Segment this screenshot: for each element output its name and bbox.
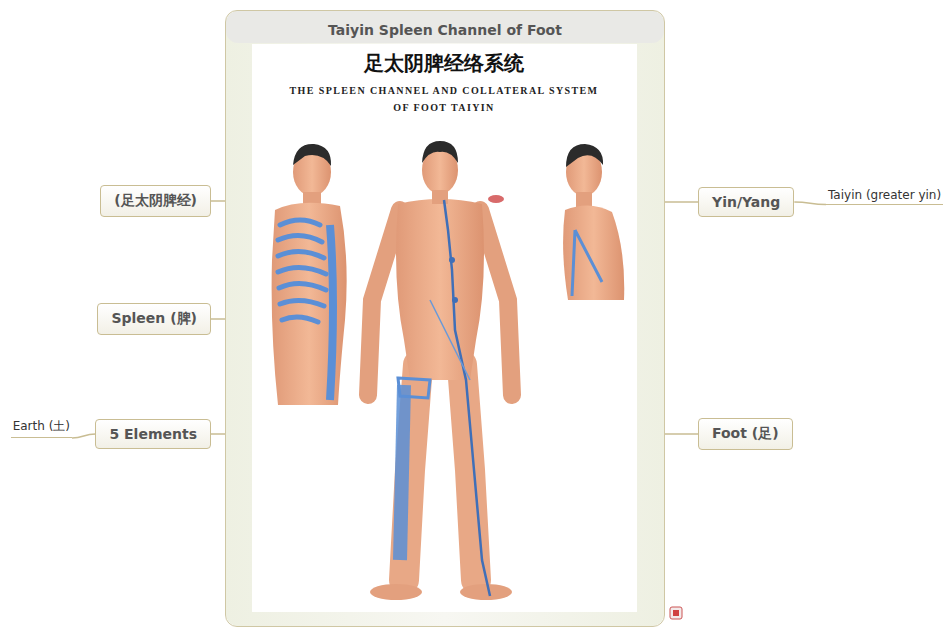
topic-box: Yin/Yang	[698, 187, 794, 217]
poster	[252, 44, 637, 612]
node-label: 5 Elements	[109, 426, 197, 442]
branch-connector	[72, 434, 95, 438]
note-icon	[670, 607, 682, 619]
topic-box: 5 Elements	[95, 419, 211, 449]
note-icon-mark	[673, 610, 679, 616]
branch-connector	[794, 202, 826, 205]
poster-title: 足太阴脾经络系统	[274, 50, 614, 77]
subtopic-text: Earth (土)	[11, 418, 72, 438]
branch-connector	[211, 433, 225, 435]
topic-box: (足太阴脾经)	[100, 185, 211, 217]
panel-title-bar	[226, 11, 664, 43]
front-figure	[368, 141, 512, 600]
topic-box: Spleen (脾)	[97, 303, 211, 335]
node-label: Earth (土)	[13, 418, 70, 435]
panel-ground	[226, 11, 664, 626]
node-label: Foot (足)	[712, 425, 779, 443]
branch-connector	[211, 318, 225, 320]
subtopic-text: Taiyin (greater yin)	[826, 188, 943, 205]
node-label: Spleen (脾)	[111, 310, 197, 328]
branch-connector	[665, 433, 698, 435]
side-figure-right	[563, 144, 624, 300]
poster-subtitle: THE SPLEEN CHANNEL AND COLLATERAL SYSTEM…	[284, 82, 604, 116]
side-figure-left	[272, 144, 347, 405]
node-label: Taiyin (greater yin)	[828, 188, 941, 202]
tongue-icon	[488, 195, 504, 203]
node-label: Yin/Yang	[712, 194, 780, 210]
panel-title: Taiyin Spleen Channel of Foot	[226, 11, 664, 38]
topic-box: Foot (足)	[698, 418, 793, 450]
node-label: (足太阴脾经)	[114, 192, 197, 210]
branch-connector	[665, 201, 698, 203]
branch-connector	[211, 200, 225, 202]
